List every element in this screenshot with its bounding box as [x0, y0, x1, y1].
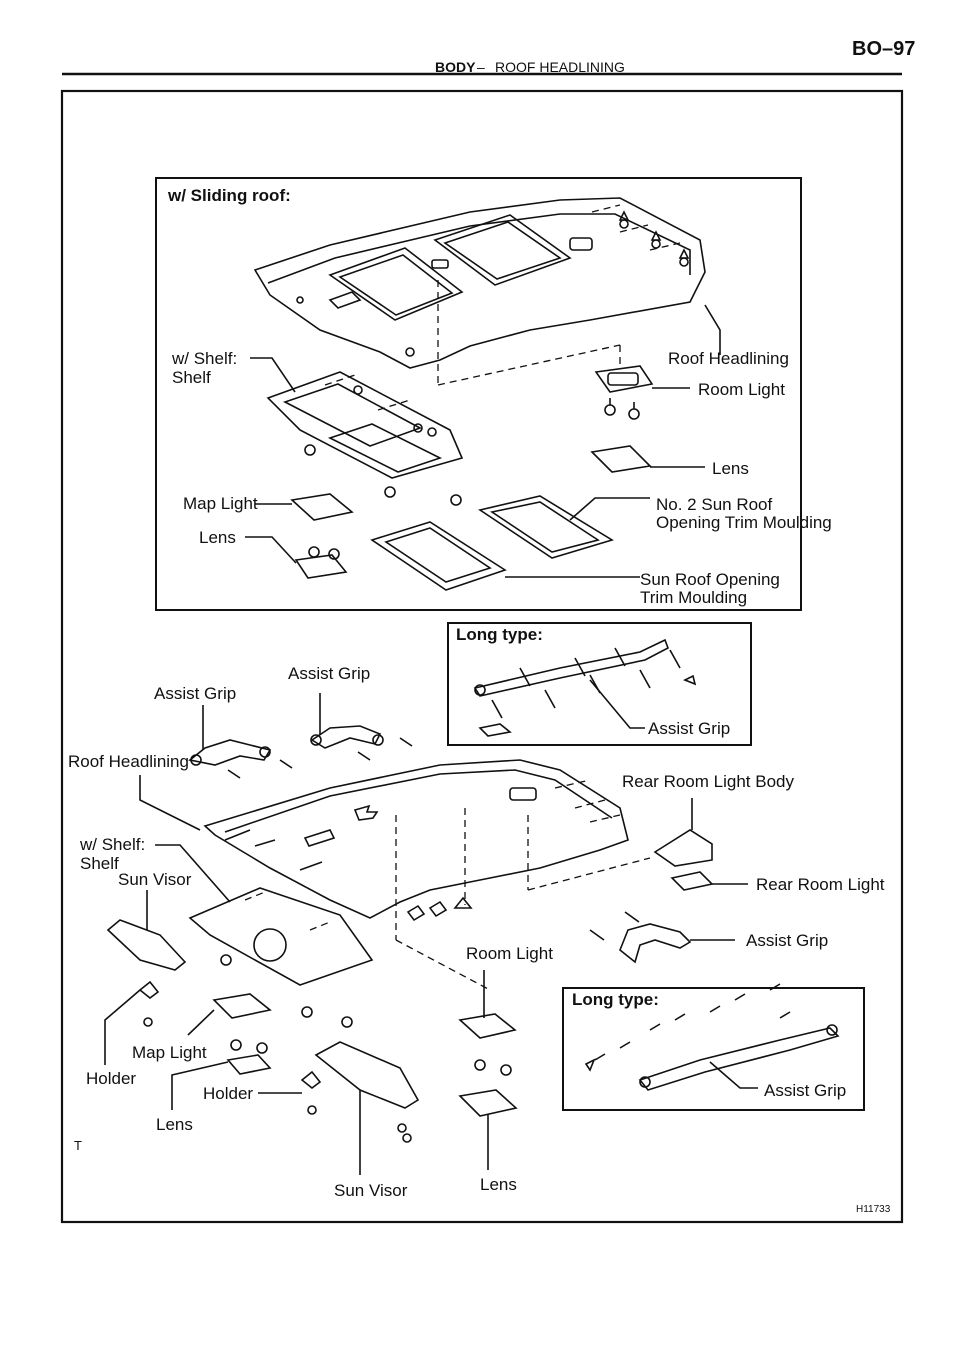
- label-lens-lower-left: Lens: [156, 1115, 193, 1134]
- label-shelf-cond-lower: w/ Shelf:: [80, 835, 146, 854]
- sliding-roof-box: [155, 177, 802, 611]
- assist-grip-left-part: [188, 739, 293, 779]
- label-trim-line1: Sun Roof Opening: [640, 570, 780, 589]
- label-map-light-lower: Map Light: [132, 1043, 207, 1062]
- label-room-light-lower: Room Light: [466, 944, 553, 963]
- figure-code: H11733: [856, 1204, 891, 1215]
- map-light-part-lower: [212, 993, 272, 1019]
- shelf-lower-part: [188, 887, 374, 1028]
- sun-visor-left-part: [106, 919, 187, 971]
- sliding-roof-headlining: [253, 197, 706, 369]
- long-type-top-title: Long type:: [456, 625, 543, 644]
- label-no2-trim-line1: No. 2 Sun Roof: [656, 495, 773, 514]
- label-no2-trim-line2: Opening Trim Moulding: [656, 513, 832, 532]
- long-type-bottom-box: [562, 987, 865, 1111]
- sliding-roof-title: w/ Sliding roof:: [168, 186, 291, 205]
- label-assist-grip-right: Assist Grip: [746, 931, 829, 950]
- assist-grip-right-part: [619, 923, 692, 964]
- long-type-bottom-title: Long type:: [572, 990, 659, 1009]
- lens-left-part-top: [294, 554, 348, 579]
- label-assist-grip-long-top: Assist Grip: [648, 719, 731, 738]
- long-type-top-box: [447, 622, 752, 746]
- label-lens-top-right: Lens: [712, 459, 749, 478]
- long-type-bottom-grip: [584, 983, 840, 1091]
- label-trim-line2: Trim Moulding: [640, 588, 748, 607]
- label-rear-room-light: Rear Room Light: [756, 875, 885, 894]
- assist-grip-mid-part: [310, 725, 413, 761]
- sunroof-trim-part: [370, 521, 507, 591]
- label-roof-headlining-lower: Roof Headlining: [68, 752, 189, 771]
- no2-trim-part: [478, 495, 614, 559]
- label-sun-visor-bottom: Sun Visor: [334, 1181, 408, 1200]
- lens-left-part-lower: [226, 1054, 272, 1075]
- room-light-part-lower: [458, 1013, 517, 1039]
- rear-room-light-part: [670, 871, 714, 891]
- label-holder-mid: Holder: [203, 1084, 254, 1103]
- label-rear-room-light-body: Rear Room Light Body: [622, 772, 794, 791]
- lens-right-part: [590, 445, 652, 473]
- lower-roof-headlining: [203, 759, 629, 919]
- label-shelf-top: Shelf: [172, 368, 211, 387]
- long-type-top-grip: [473, 638, 697, 737]
- label-assist-grip-left: Assist Grip: [154, 684, 237, 703]
- label-sun-visor-top: Sun Visor: [118, 870, 192, 889]
- header-section: BODY: [435, 59, 476, 75]
- page-code: BO–97: [852, 38, 916, 60]
- label-holder-left: Holder: [86, 1069, 137, 1088]
- sun-visor-lower-part: [314, 1041, 420, 1109]
- label-lens-bottom: Lens: [480, 1175, 517, 1194]
- map-light-part-top: [290, 493, 354, 521]
- lens-bottom-part: [458, 1089, 518, 1117]
- header-subsection: ROOF HEADLINING: [495, 59, 625, 75]
- sliding-roof-screws: [618, 210, 690, 267]
- outer-frame: [60, 89, 904, 1224]
- label-assist-grip-mid: Assist Grip: [288, 664, 371, 683]
- label-shelf-cond-top: w/ Shelf:: [172, 349, 238, 368]
- shelf-part: [266, 371, 464, 506]
- header-separator: –: [477, 59, 485, 75]
- label-room-light-top: Room Light: [698, 380, 785, 399]
- label-shelf-lower: Shelf: [80, 854, 119, 873]
- rear-room-light-body-part: [653, 829, 713, 867]
- label-t-mark: T: [74, 1138, 82, 1153]
- label-roof-headlining-top: Roof Headlining: [668, 349, 789, 368]
- label-map-light-top: Map Light: [183, 494, 258, 513]
- label-lens-top-left: Lens: [199, 528, 236, 547]
- room-light-part: [594, 365, 654, 420]
- label-assist-grip-long-bottom: Assist Grip: [764, 1081, 847, 1100]
